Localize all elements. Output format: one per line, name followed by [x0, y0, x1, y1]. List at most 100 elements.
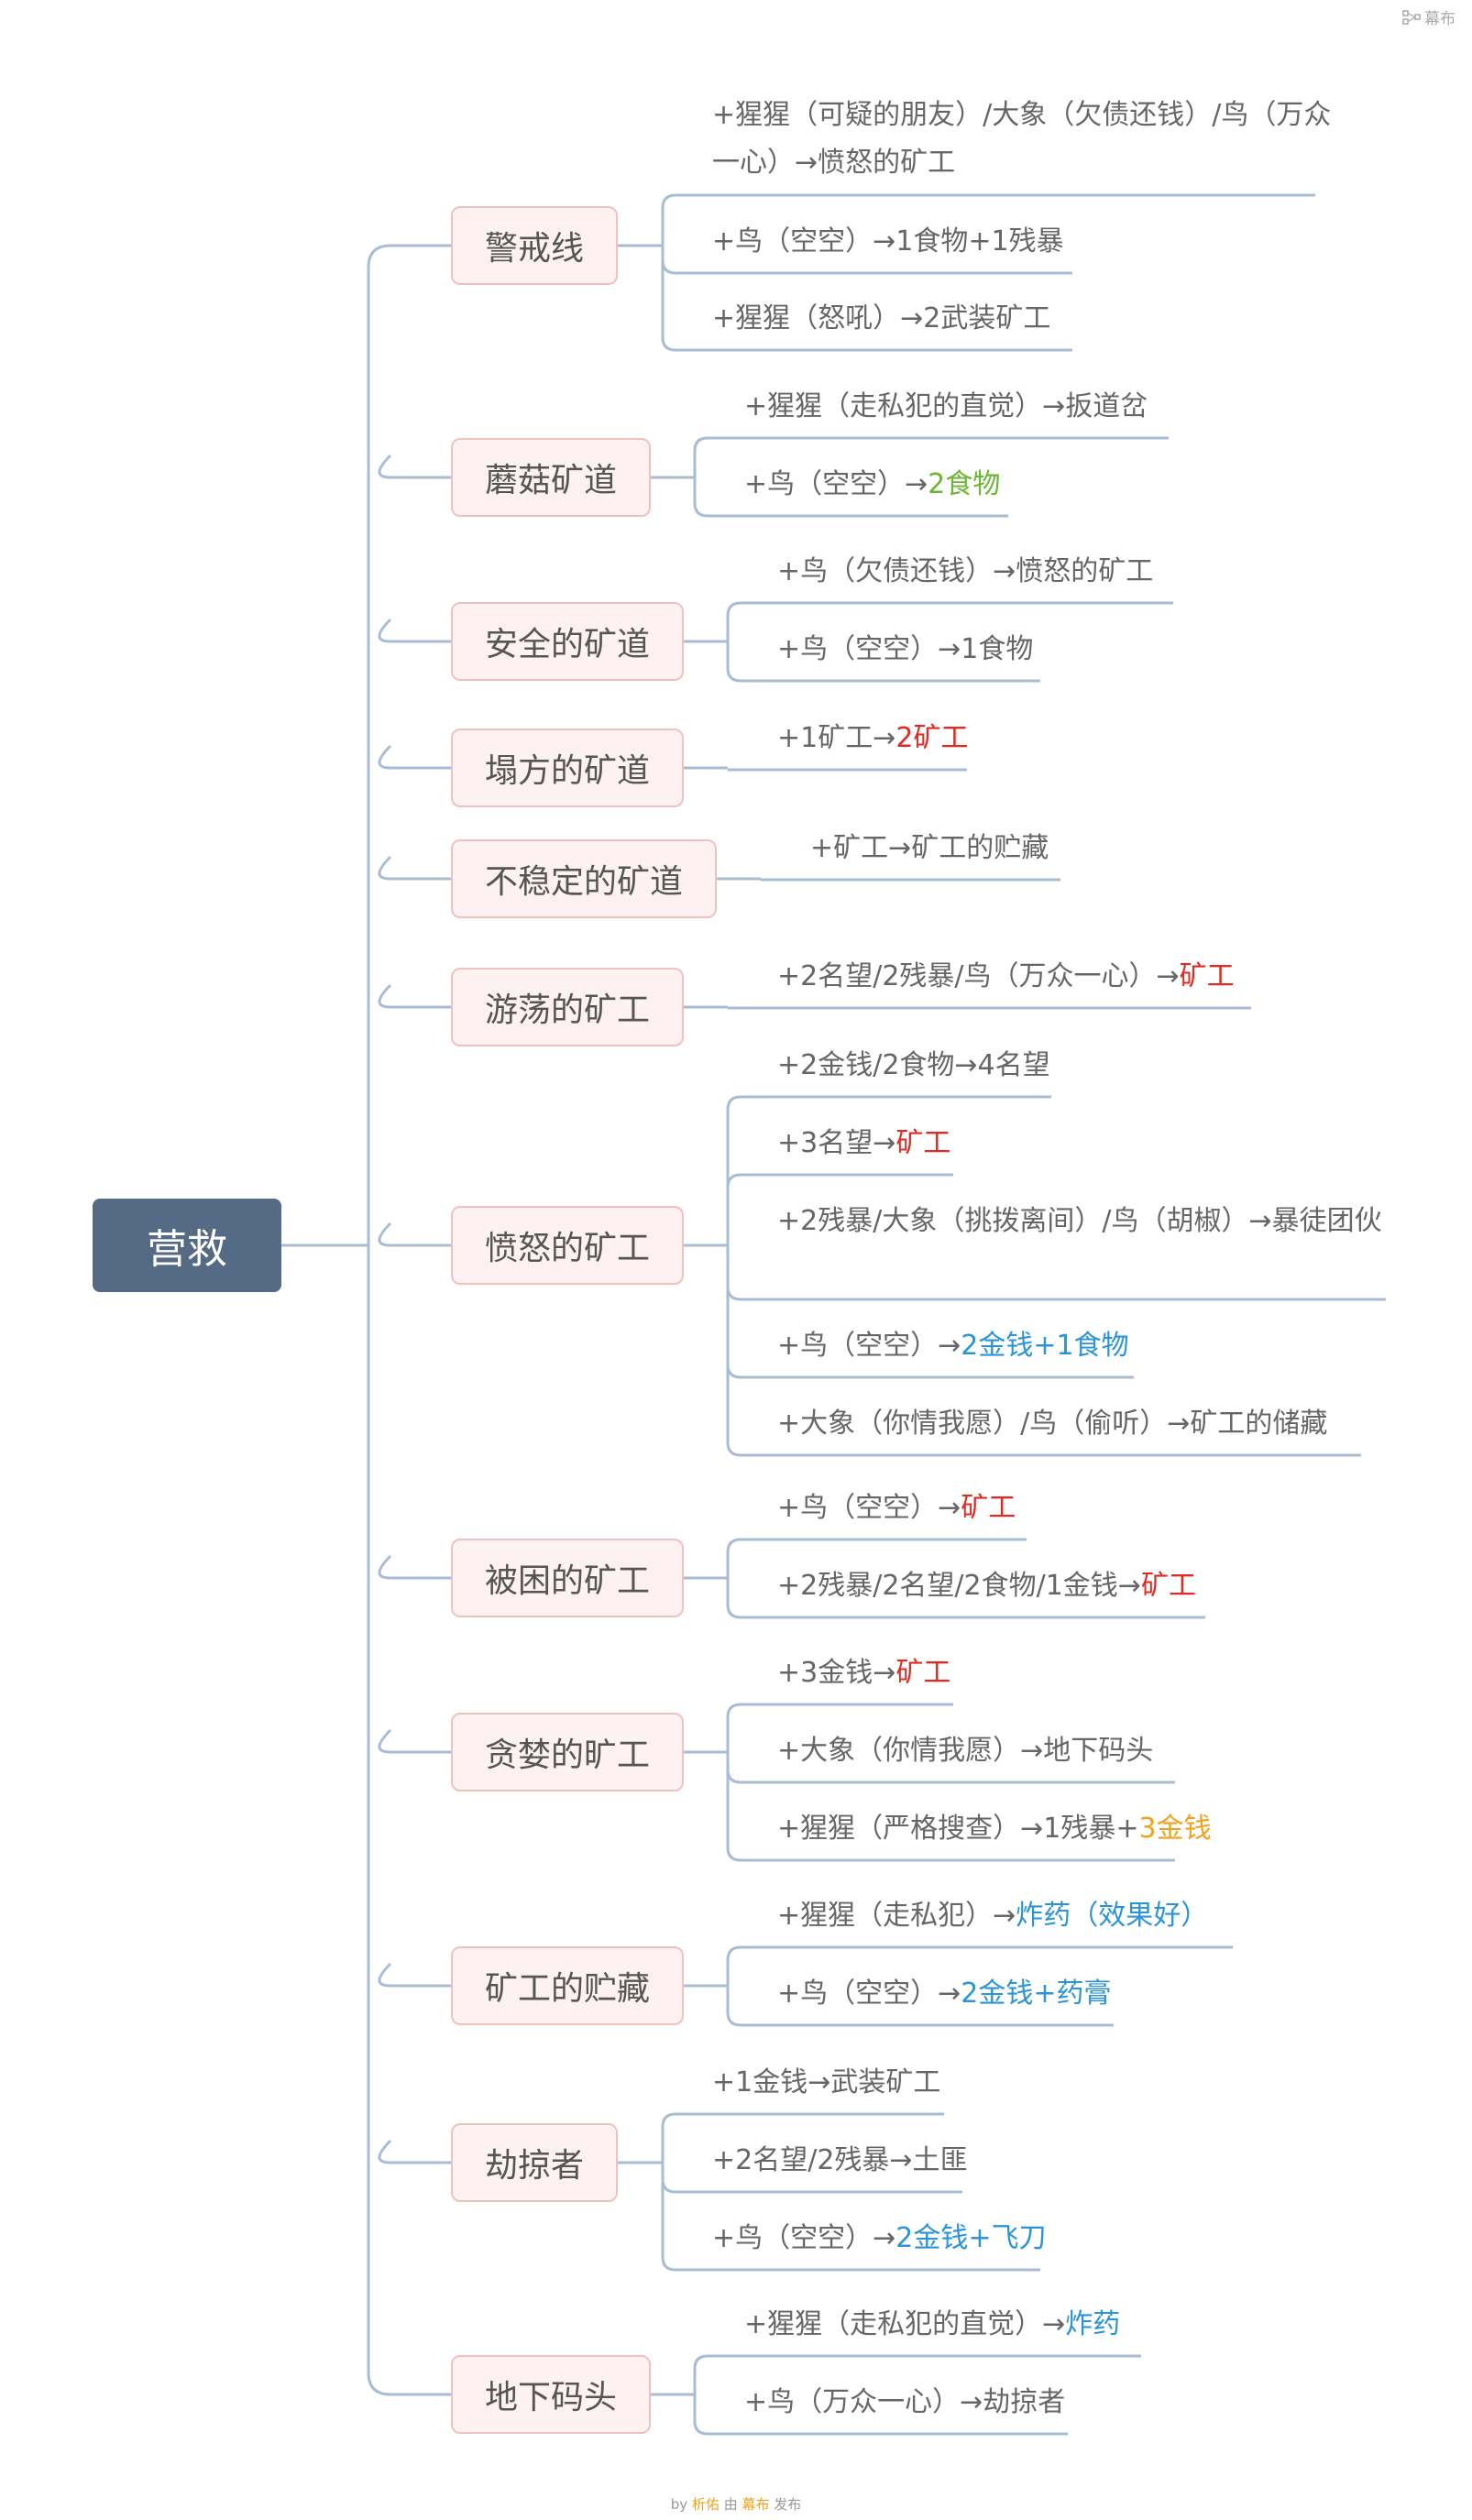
leaf-text: +猩猩（可疑的朋友）/大象（欠债还钱）/鸟（万众一心）→愤怒的矿工: [712, 99, 1332, 179]
leaf-text: +鸟（空空）→: [777, 1492, 961, 1524]
topic-node[interactable]: 被困的矿工: [451, 1539, 684, 1617]
leaf-text: +猩猩（走私犯的直觉）→: [744, 2308, 1066, 2340]
leaf-text: +鸟（空空）→: [777, 1330, 961, 1362]
leaf-item[interactable]: +2名望/2残暴→土匪: [712, 2137, 968, 2185]
leaf-text: +2残暴/大象（挑拨离间）/鸟（胡椒）→暴徒团伙: [777, 1205, 1382, 1237]
leaf-text: +2金钱/2食物→4名望: [777, 1049, 1050, 1081]
topic-node[interactable]: 蘑菇矿道: [451, 438, 651, 517]
leaf-item[interactable]: +猩猩（怒吼）→2武装矿工: [712, 295, 1050, 343]
topic-connector: [378, 744, 451, 770]
leaf-text: +1矿工→: [777, 722, 896, 754]
leaf-underline: [726, 1173, 953, 1189]
leaf-item[interactable]: +猩猩（走私犯的直觉）→扳道岔: [744, 383, 1148, 431]
leaf-item[interactable]: +鸟（欠债还钱）→愤怒的矿工: [777, 548, 1153, 596]
topic-node[interactable]: 警戒线: [451, 206, 618, 285]
topic-node[interactable]: 安全的矿道: [451, 602, 684, 681]
leaf-item[interactable]: +鸟（空空）→2食物: [744, 461, 1000, 509]
leaf-item[interactable]: +大象（你情我愿）/鸟（偷听）→矿工的储藏: [777, 1400, 1327, 1448]
leaf-underline: [726, 667, 1040, 683]
leaf-text: +大象（你情我愿）→地下码头: [777, 1735, 1154, 1767]
leaf-text: +鸟（空空）→: [712, 2222, 896, 2254]
leaf-highlight-text: 矿工: [895, 1127, 951, 1159]
leaf-underline: [693, 436, 1169, 452]
leaf-item[interactable]: +鸟（空空）→1食物: [777, 626, 1033, 674]
leaf-underline: [726, 1846, 1175, 1862]
leaf-item[interactable]: +矿工→矿工的贮藏: [810, 825, 1049, 872]
leaf-highlight-text: 3金钱: [1138, 1813, 1212, 1845]
leaf-item[interactable]: +猩猩（可疑的朋友）/大象（欠债还钱）/鸟（万众一心）→愤怒的矿工: [712, 92, 1354, 187]
leaf-highlight-text: 矿工: [1179, 960, 1235, 992]
topic-node[interactable]: 愤怒的矿工: [451, 1206, 684, 1285]
leaf-item[interactable]: +鸟（万众一心）→劫掠者: [744, 2379, 1065, 2427]
leaf-item[interactable]: +3金钱→矿工: [777, 1649, 950, 1697]
leaf-item[interactable]: +猩猩（严格搜查）→1残暴+3金钱: [777, 1805, 1212, 1853]
topic-label: 愤怒的矿工: [484, 1230, 650, 1267]
root-topic-label: 营救: [147, 1226, 227, 1273]
leaf-text: +2名望/2残暴/鸟（万众一心）→: [777, 960, 1180, 992]
leaf-underline: [693, 502, 1008, 518]
leaf-item[interactable]: +鸟（空空）→2金钱+1食物: [777, 1322, 1129, 1370]
leaf-text: +猩猩（严格搜查）→1残暴+: [777, 1813, 1139, 1845]
topic-node[interactable]: 游荡的矿工: [451, 968, 684, 1046]
leaf-item[interactable]: +2残暴/大象（挑拨离间）/鸟（胡椒）→暴徒团伙: [777, 1198, 1382, 1245]
leaf-underline: [661, 2178, 962, 2194]
footer-author[interactable]: 析佑: [691, 2496, 720, 2513]
topic-node[interactable]: 地下码头: [451, 2355, 651, 2434]
topic-label: 地下码头: [484, 2379, 617, 2416]
topic-label: 游荡的矿工: [484, 992, 650, 1029]
footer-mid: 由: [723, 2496, 738, 2513]
leaf-underline: [661, 193, 1315, 209]
topic-connector: [378, 1962, 451, 1988]
leaf-item[interactable]: +1金钱→武装矿工: [712, 2059, 940, 2107]
leaf-text: +鸟（空空）→1食物+1残暴: [712, 225, 1064, 257]
leaf-highlight-text: 2金钱+飞刀: [895, 2222, 1047, 2254]
brand-label: 幕布: [1424, 10, 1456, 28]
leaf-item[interactable]: +鸟（空空）→2金钱+药膏: [777, 1970, 1112, 2018]
leaf-text: +2名望/2残暴→土匪: [712, 2144, 968, 2176]
leaf-item[interactable]: +鸟（空空）→2金钱+飞刀: [712, 2215, 1047, 2263]
topic-label: 警戒线: [484, 230, 584, 268]
topic-label: 不稳定的矿道: [484, 863, 683, 901]
mubu-logo-icon: [1402, 9, 1421, 25]
leaf-highlight-text: 矿工: [1140, 1570, 1196, 1602]
leaf-item[interactable]: +2金钱/2食物→4名望: [777, 1042, 1050, 1090]
root-topic[interactable]: 营救: [93, 1199, 281, 1292]
leaf-text: +鸟（空空）→: [777, 1978, 961, 2010]
topic-label: 劫掠者: [484, 2147, 584, 2185]
leaf-text: +猩猩（走私犯的直觉）→扳道岔: [744, 390, 1148, 422]
topic-connector: [378, 983, 451, 1009]
leaf-item[interactable]: +猩猩（走私犯）→炸药（效果好）: [777, 1892, 1208, 1940]
leaf-highlight-text: 2矿工: [895, 722, 969, 754]
leaf-item[interactable]: +大象（你情我愿）→地下码头: [777, 1727, 1153, 1775]
leaf-item[interactable]: +鸟（空空）→1食物+1残暴: [712, 218, 1064, 266]
topic-node[interactable]: 劫掠者: [451, 2123, 618, 2202]
leaf-underline: [693, 2420, 1068, 2436]
leaf-text: +猩猩（怒吼）→2武装矿工: [712, 302, 1051, 334]
topic-node[interactable]: 贪婪的旷工: [451, 1713, 684, 1791]
topic-node[interactable]: 矿工的贮藏: [451, 1946, 684, 2025]
topic-connector: [378, 1222, 451, 1247]
leaf-underline: [726, 1095, 1051, 1111]
leaf-underline: [726, 601, 1173, 617]
leaf-item[interactable]: +2残暴/2名望/2食物/1金钱→矿工: [777, 1562, 1196, 1610]
leaf-highlight-text: 矿工: [895, 1657, 951, 1689]
topic-label: 贪婪的旷工: [484, 1737, 650, 1774]
leaf-text: +鸟（空空）→1食物: [777, 633, 1034, 665]
topic-node[interactable]: 塌方的矿道: [451, 729, 684, 807]
leaf-underline: [726, 1604, 1205, 1619]
leaf-underline: [661, 2112, 944, 2128]
leaf-item[interactable]: +鸟（空空）→矿工: [777, 1485, 1016, 1532]
leaf-underline: [726, 1703, 953, 1718]
leaf-underline: [726, 1945, 1233, 1961]
leaf-text: +1金钱→武装矿工: [712, 2066, 941, 2098]
leaf-item[interactable]: +3名望→矿工: [777, 1120, 950, 1167]
footer-platform[interactable]: 幕布: [741, 2496, 770, 2513]
brand-badge[interactable]: 幕布: [1402, 5, 1456, 28]
leaf-underline: [726, 1769, 1175, 1784]
leaf-underline: [661, 2256, 1040, 2272]
leaf-item[interactable]: +2名望/2残暴/鸟（万众一心）→矿工: [777, 953, 1235, 1001]
leaf-item[interactable]: +1矿工→2矿工: [777, 715, 968, 762]
topic-node[interactable]: 不稳定的矿道: [451, 839, 717, 918]
leaf-item[interactable]: +猩猩（走私犯的直觉）→炸药: [744, 2301, 1120, 2349]
